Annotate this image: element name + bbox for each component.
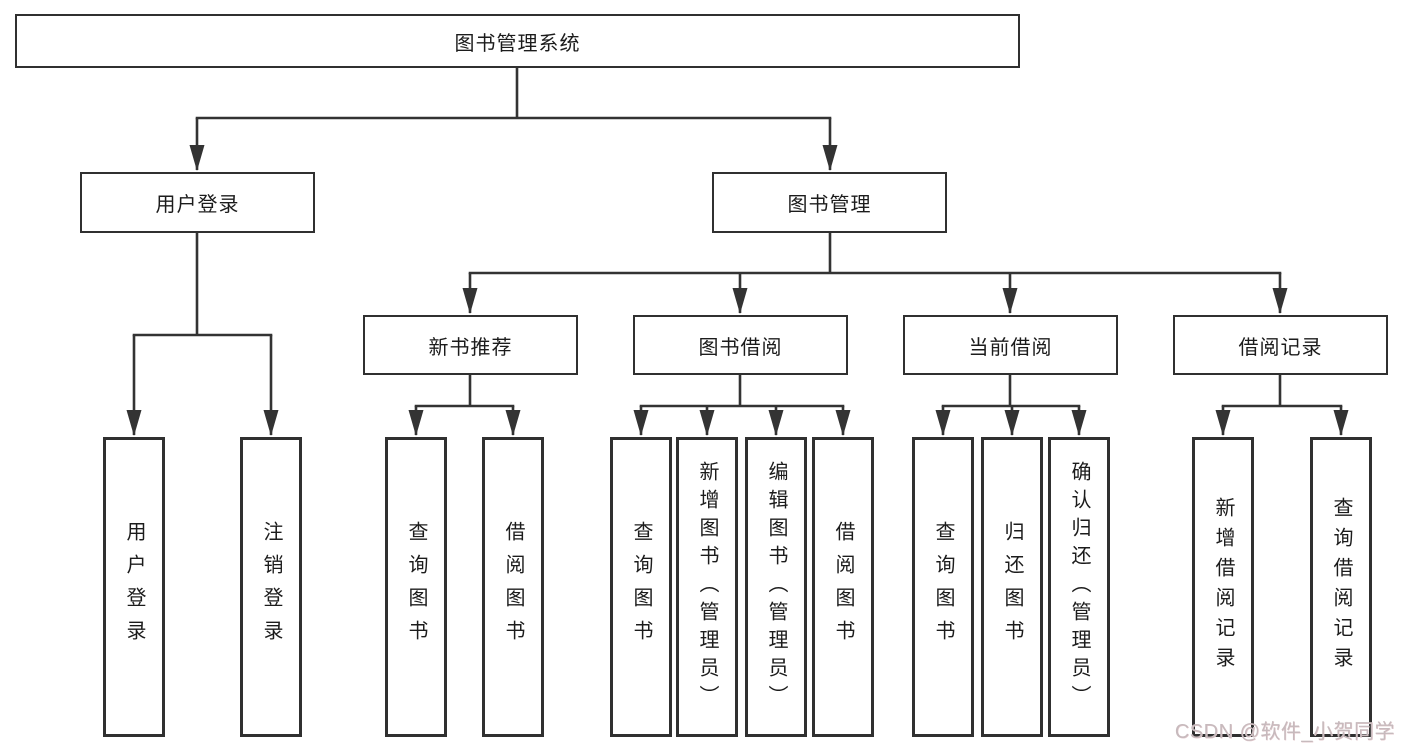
node-leaf-borrowing-borrow-label: 借阅图书 (832, 521, 854, 653)
node-leaf-user-login-label: 用户登录 (123, 521, 145, 653)
node-leaf-current-query: 查询图书 (912, 437, 974, 737)
node-book-borrowing: 图书借阅 (633, 315, 848, 375)
node-book-borrowing-label: 图书借阅 (698, 336, 783, 359)
node-leaf-borrowing-add-admin: 新增图书（管理员） (676, 437, 738, 737)
node-borrowing-records-label: 借阅记录 (1238, 336, 1323, 359)
node-leaf-borrowing-query-label: 查询图书 (630, 521, 652, 653)
node-leaf-record-add: 新增借阅记录 (1192, 437, 1254, 737)
node-book-management: 图书管理 (712, 172, 947, 233)
node-leaf-record-query-label: 查询借阅记录 (1330, 497, 1352, 677)
node-user-login-label: 用户登录 (155, 194, 240, 216)
node-leaf-current-confirm-return-admin-label: 确认归还（管理员） (1068, 461, 1090, 713)
node-leaf-borrowing-query: 查询图书 (610, 437, 672, 737)
node-new-book-recommend: 新书推荐 (363, 315, 578, 375)
node-book-management-label: 图书管理 (787, 194, 872, 216)
node-current-borrowing-label: 当前借阅 (968, 336, 1053, 359)
node-leaf-record-add-label: 新增借阅记录 (1212, 497, 1234, 677)
node-borrowing-records: 借阅记录 (1173, 315, 1388, 375)
node-new-book-recommend-label: 新书推荐 (428, 336, 513, 359)
node-leaf-logout: 注销登录 (240, 437, 302, 737)
node-leaf-borrowing-edit-admin-label: 编辑图书（管理员） (765, 461, 787, 713)
node-leaf-logout-label: 注销登录 (260, 521, 282, 653)
node-root-label: 图书管理系统 (454, 32, 581, 55)
node-leaf-current-query-label: 查询图书 (932, 521, 954, 653)
node-leaf-newbook-query-label: 查询图书 (405, 521, 427, 653)
node-leaf-current-confirm-return-admin: 确认归还（管理员） (1048, 437, 1110, 737)
node-leaf-user-login: 用户登录 (103, 437, 165, 737)
csdn-watermark: CSDN @软件_小贺同学 (1174, 721, 1395, 743)
node-user-login: 用户登录 (80, 172, 315, 233)
node-leaf-borrowing-add-admin-label: 新增图书（管理员） (696, 461, 718, 713)
node-leaf-current-return-label: 归还图书 (1001, 521, 1023, 653)
node-leaf-borrowing-edit-admin: 编辑图书（管理员） (745, 437, 807, 737)
node-root-system: 图书管理系统 (15, 14, 1020, 68)
node-leaf-newbook-borrow-label: 借阅图书 (502, 521, 524, 653)
node-leaf-newbook-query: 查询图书 (385, 437, 447, 737)
node-leaf-record-query: 查询借阅记录 (1310, 437, 1372, 737)
node-leaf-current-return: 归还图书 (981, 437, 1043, 737)
node-leaf-borrowing-borrow: 借阅图书 (812, 437, 874, 737)
node-current-borrowing: 当前借阅 (903, 315, 1118, 375)
node-leaf-newbook-borrow: 借阅图书 (482, 437, 544, 737)
